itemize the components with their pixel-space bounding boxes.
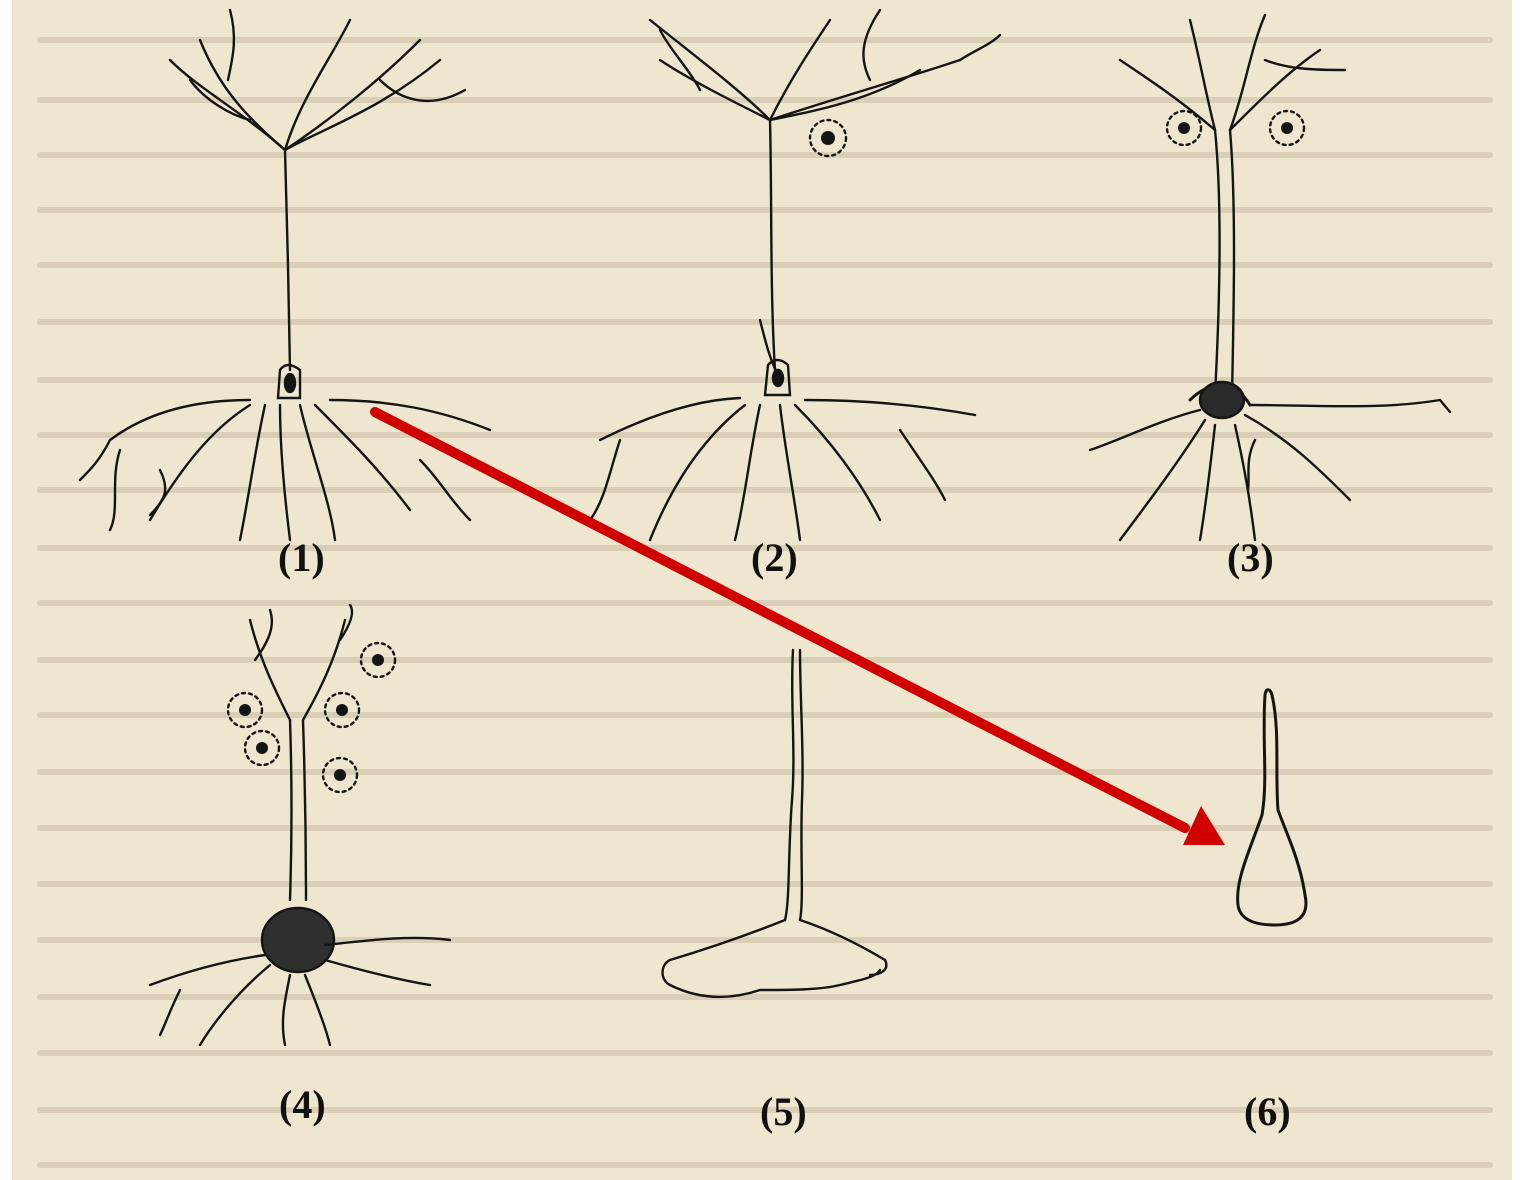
figure-label-4: (4) xyxy=(279,1085,326,1125)
figure-label-3: (3) xyxy=(1227,538,1274,578)
figure-label-5: (5) xyxy=(760,1092,807,1132)
neuron-1-healthy xyxy=(80,10,490,540)
red-arrow xyxy=(375,412,1225,845)
bleed-through-text xyxy=(40,40,1490,1165)
figure-label-2: (2) xyxy=(751,538,798,578)
figure-label-6: (6) xyxy=(1244,1092,1291,1132)
neuron-3 xyxy=(1090,15,1450,540)
neuron-5 xyxy=(663,650,887,997)
neuron-6 xyxy=(1238,690,1306,925)
figure-label-1: (1) xyxy=(278,538,325,578)
neuron-2 xyxy=(590,10,1000,540)
